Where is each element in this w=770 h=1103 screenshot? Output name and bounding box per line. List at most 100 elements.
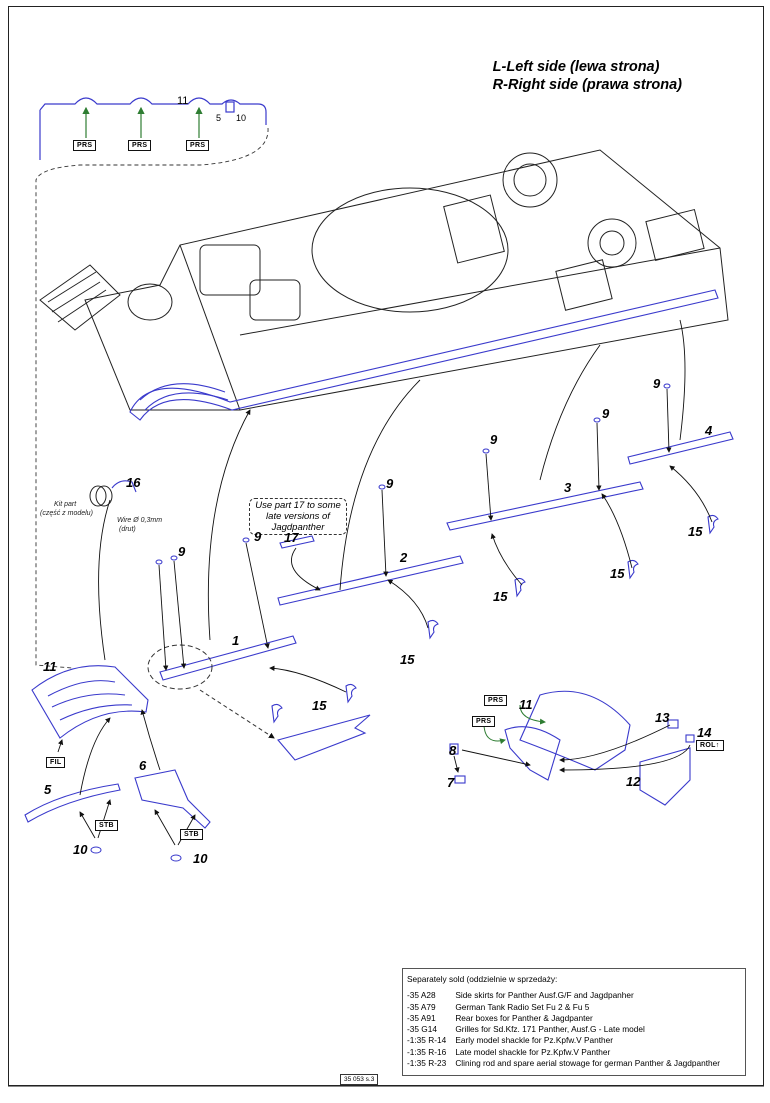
wire-label: Wire Ø 0,3mm [117, 517, 163, 524]
sold-item-code: -1:35 R-16 [407, 1046, 447, 1057]
stb-tag: STB [95, 820, 118, 831]
sold-item: -1:35 R-14 Early model shackle for Pz.Kp… [407, 1035, 741, 1046]
detail-leader [199, 689, 275, 739]
sold-item-code: -1:35 R-14 [407, 1035, 447, 1046]
inset-leader-line [35, 127, 269, 669]
prs-arrows [483, 704, 546, 745]
part-6 [134, 769, 211, 829]
kit-part-label: Kit part [54, 501, 77, 508]
sold-item-desc: German Tank Radio Set Fu 2 & Fu 5 [455, 1001, 590, 1012]
part-label-6: 6 [139, 758, 147, 773]
rear-mudguard-group [449, 690, 695, 806]
bottom-rule [8, 1086, 764, 1087]
page-reference: 35 053 s.3 [340, 1074, 379, 1085]
part-label-15: 15 [493, 589, 508, 604]
part-label-2: 2 [400, 550, 408, 565]
parts-5-6 [24, 769, 211, 829]
part-label-7: 7 [447, 775, 455, 790]
sold-item-desc: Late model shackle for Pz.Kpfw.V Panther [455, 1046, 611, 1057]
part-label-13: 13 [655, 710, 670, 725]
part-label-9: 9 [602, 406, 610, 421]
sold-item-desc: Grilles for Sd.Kfz. 171 Panther, Ausf.G … [455, 1024, 645, 1035]
part-label-9: 9 [386, 476, 394, 491]
part-label-5: 5 [44, 782, 52, 797]
inset-label-5: 5 [216, 113, 222, 123]
part17-note: Use part 17 to some late versions of Jag… [249, 498, 347, 535]
sold-item: -35 A28 Side skirts for Panther Ausf.G/F… [407, 990, 741, 1001]
part-2-strip [277, 555, 464, 606]
part-4-strip [627, 431, 734, 465]
part-label-15: 15 [312, 698, 327, 713]
part-label-10: 10 [73, 842, 88, 857]
assembly-arrows [57, 319, 713, 846]
side-legend: L-Left side (lewa strona) R-Right side (… [493, 58, 682, 94]
part-5 [24, 783, 121, 823]
part-label-4: 4 [705, 423, 713, 438]
part-label-9: 9 [653, 376, 661, 391]
sold-item-desc: Early model shackle for Pz.Kpfw.V Panthe… [455, 1035, 614, 1046]
part-16-shackle [111, 480, 137, 493]
part-3-strip [446, 481, 644, 531]
sold-item: -35 G14 Grilles for Sd.Kfz. 171 Panther,… [407, 1024, 741, 1035]
part-9-rivets [155, 383, 671, 565]
part-label-9: 9 [178, 544, 186, 559]
legend-right-side: R-Right side (prawa strona) [492, 77, 682, 93]
part-label-9: 9 [490, 432, 498, 447]
part-17-strip [279, 535, 315, 549]
fil-tag: FIL [46, 757, 66, 768]
stb-tag: STB [180, 829, 203, 840]
part-8 [449, 743, 459, 755]
prs-callout: PRS [186, 140, 210, 151]
part-14 [685, 734, 695, 743]
part-label-3: 3 [564, 480, 572, 495]
attached-side-skirt [129, 289, 719, 421]
sold-item-desc: Rear boxes for Panther & Jagdpanter [455, 1012, 593, 1023]
part-11-mudguard [31, 665, 149, 739]
parts-10-pins [90, 846, 182, 862]
part-label-11: 11 [43, 659, 57, 674]
part-1-strip [159, 635, 297, 681]
part-11-rear [519, 690, 631, 771]
arrow-up-icon: ↑ [715, 742, 720, 749]
part-label-17: 17 [284, 530, 299, 545]
sold-item-code: -35 A91 [407, 1012, 436, 1023]
prs-callout: PRS [128, 140, 152, 151]
sold-item-code: -35 G14 [407, 1024, 437, 1035]
part-label-15: 15 [400, 652, 415, 667]
part-label-14: 14 [697, 725, 712, 740]
kit-part-shackle [89, 485, 113, 507]
sold-item: -1:35 R-23 Clining rod and spare aerial … [407, 1058, 741, 1069]
part-1-detail-view [277, 714, 371, 761]
part-label-16: 16 [126, 475, 141, 490]
separately-sold-title: Separately sold (oddzielnie w sprzedaży: [407, 974, 558, 984]
separately-sold-box: Separately sold (oddzielnie w sprzedaży:… [402, 968, 746, 1076]
prs-tag: PRS [484, 695, 508, 706]
legend-left-side: L-Left side (lewa strona) [492, 59, 660, 75]
inset-label-10: 10 [236, 113, 247, 123]
part-12 [639, 747, 691, 806]
part-label-11-rear: 11 [519, 697, 533, 712]
part-label-12: 12 [626, 774, 641, 789]
inset-detail-drawing [39, 97, 267, 160]
wire-label-pl: (drut) [119, 526, 136, 533]
part-label-8: 8 [449, 743, 457, 758]
sold-item-desc: Side skirts for Panther Ausf.G/F and Jag… [455, 990, 634, 1001]
sold-item-code: -35 A28 [407, 990, 436, 1001]
inset-arrows [82, 106, 203, 138]
part-7 [454, 775, 466, 784]
part-skirt-strips [159, 431, 734, 761]
detail-circle [147, 644, 213, 690]
sold-item: -35 A91 Rear boxes for Panther & Jagdpan… [407, 1013, 741, 1024]
kit-part-label-pl: (część z modelu) [40, 510, 93, 517]
page-border [8, 6, 764, 1086]
sold-item-code: -1:35 R-23 [407, 1058, 447, 1069]
sold-item-desc: Clining rod and spare aerial stowage for… [455, 1058, 721, 1069]
part-label-1: 1 [232, 633, 240, 648]
inset-label-11: 11 [177, 95, 189, 107]
rol-tag-label: ROL [700, 742, 716, 749]
sold-item-code: -35 A79 [407, 1001, 436, 1012]
sold-item: -35 A79 German Tank Radio Set Fu 2 & Fu … [407, 1002, 741, 1013]
part-label-15: 15 [610, 566, 625, 581]
tank-hull-drawing [39, 149, 729, 411]
